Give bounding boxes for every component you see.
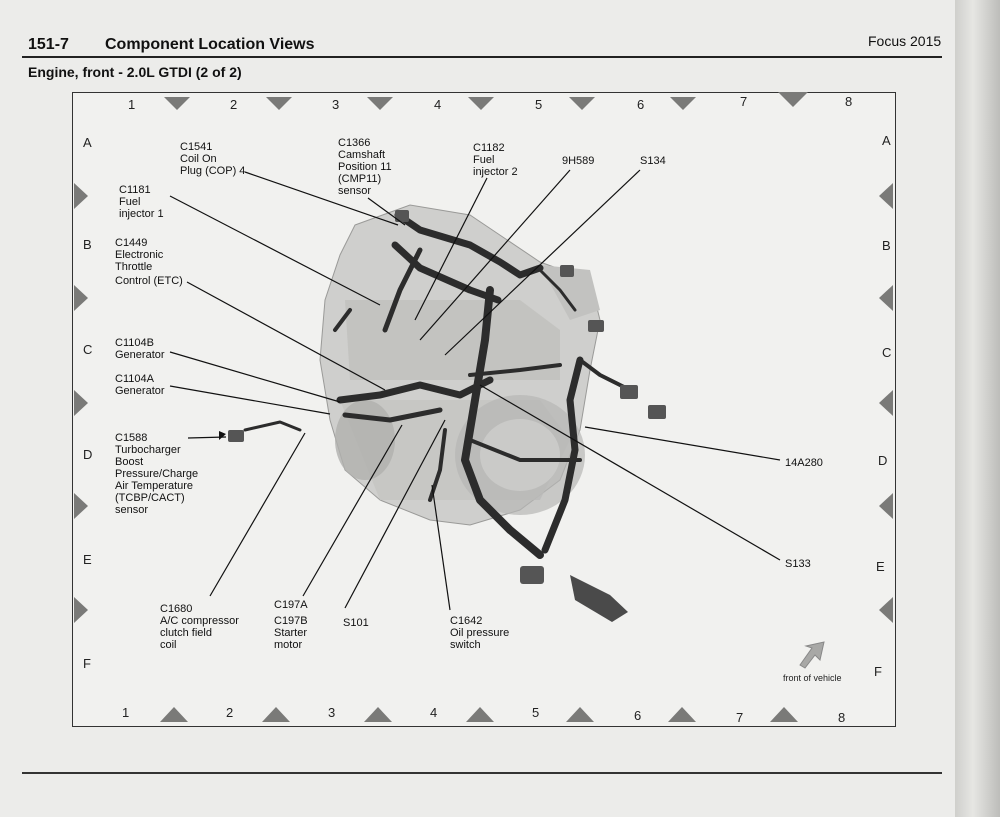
header-rule [22, 56, 942, 58]
svg-text:D: D [83, 447, 92, 462]
callout-c1182: C1182 Fuel injector 2 [473, 142, 518, 178]
connector-right-a [620, 385, 638, 399]
page-number: 151-7 [28, 36, 69, 53]
document-title: Focus 2015 [868, 33, 942, 49]
callout-c1104b: C1104B Generator [115, 337, 165, 361]
callout-c1541: C1541 Coil On Plug (COP) 4 [180, 141, 245, 177]
footer-rule [22, 772, 942, 774]
leader-lines [169, 169, 781, 611]
connector-bulkhead-a [520, 566, 544, 584]
svg-text:E: E [876, 559, 885, 574]
grid-markers [74, 92, 893, 722]
svg-text:3: 3 [328, 705, 335, 720]
page-subtitle: Engine, front - 2.0L GTDI (2 of 2) [28, 64, 242, 80]
svg-text:B: B [83, 237, 92, 252]
svg-text:4: 4 [430, 705, 437, 720]
connector-c1588 [228, 430, 244, 442]
callout-c1449: C1449 Electronic Throttle Control (ETC) [115, 237, 183, 287]
svg-text:E: E [83, 552, 92, 567]
svg-text:1: 1 [128, 97, 135, 112]
svg-text:4: 4 [434, 97, 441, 112]
connector-c1541 [395, 210, 409, 222]
section-title: Component Location Views [105, 36, 315, 53]
callout-c1181: C1181 Fuel injector 1 [119, 184, 164, 220]
front-arrow-icon [799, 641, 825, 669]
svg-text:8: 8 [845, 94, 852, 109]
callout-14a280: 14A280 [785, 457, 823, 469]
grid-row-labels-right: A B C D E F [874, 133, 891, 679]
svg-text:7: 7 [740, 94, 747, 109]
svg-text:2: 2 [226, 705, 233, 720]
wiring-harness [243, 211, 632, 559]
callout-c1642: C1642 Oil pressure switch [450, 615, 512, 651]
grid-column-labels-top: 1 2 3 4 5 6 7 8 [128, 94, 852, 112]
front-of-vehicle-label: front of vehicle [783, 673, 842, 683]
callout-c197: C197A C197B Starter motor [274, 599, 311, 651]
svg-text:F: F [874, 664, 882, 679]
callout-9h589: 9H589 [562, 155, 594, 167]
svg-text:C: C [882, 345, 891, 360]
svg-text:D: D [878, 453, 887, 468]
front-of-vehicle-indicator: front of vehicle [783, 641, 842, 683]
svg-text:C: C [83, 342, 92, 357]
connector-top-right [588, 320, 604, 332]
svg-text:8: 8 [838, 710, 845, 725]
callout-c1104a: C1104A Generator [115, 373, 165, 397]
callout-c1680: C1680 A/C compressor clutch field coil [160, 603, 242, 651]
svg-text:B: B [882, 238, 891, 253]
svg-text:A: A [83, 135, 92, 150]
connector-right-b [648, 405, 666, 419]
svg-text:5: 5 [535, 97, 542, 112]
svg-text:6: 6 [634, 708, 641, 723]
svg-text:A: A [882, 133, 891, 148]
harness-connectors [228, 210, 666, 622]
svg-text:3: 3 [332, 97, 339, 112]
next-page-edge [955, 0, 1000, 817]
callout-s134: S134 [640, 155, 666, 167]
grid-column-labels-bottom: 1 2 3 4 5 6 7 8 [122, 705, 845, 725]
callout-c1588: C1588 Turbocharger Boost Pressure/Charge… [115, 432, 201, 516]
svg-text:1: 1 [122, 705, 129, 720]
svg-text:F: F [83, 656, 91, 671]
grid-row-labels-left: A B C D E F [83, 135, 92, 671]
arrowhead-c1588 [219, 431, 226, 440]
svg-text:7: 7 [736, 710, 743, 725]
callout-s101: S101 [343, 617, 369, 629]
callout-s133: S133 [785, 558, 811, 570]
svg-text:6: 6 [637, 97, 644, 112]
connector-9h589 [560, 265, 574, 277]
connector-bulkhead-b [570, 575, 628, 622]
callout-c1366: C1366 Camshaft Position 11 (CMP11) senso… [338, 137, 395, 197]
svg-text:5: 5 [532, 705, 539, 720]
svg-text:2: 2 [230, 97, 237, 112]
